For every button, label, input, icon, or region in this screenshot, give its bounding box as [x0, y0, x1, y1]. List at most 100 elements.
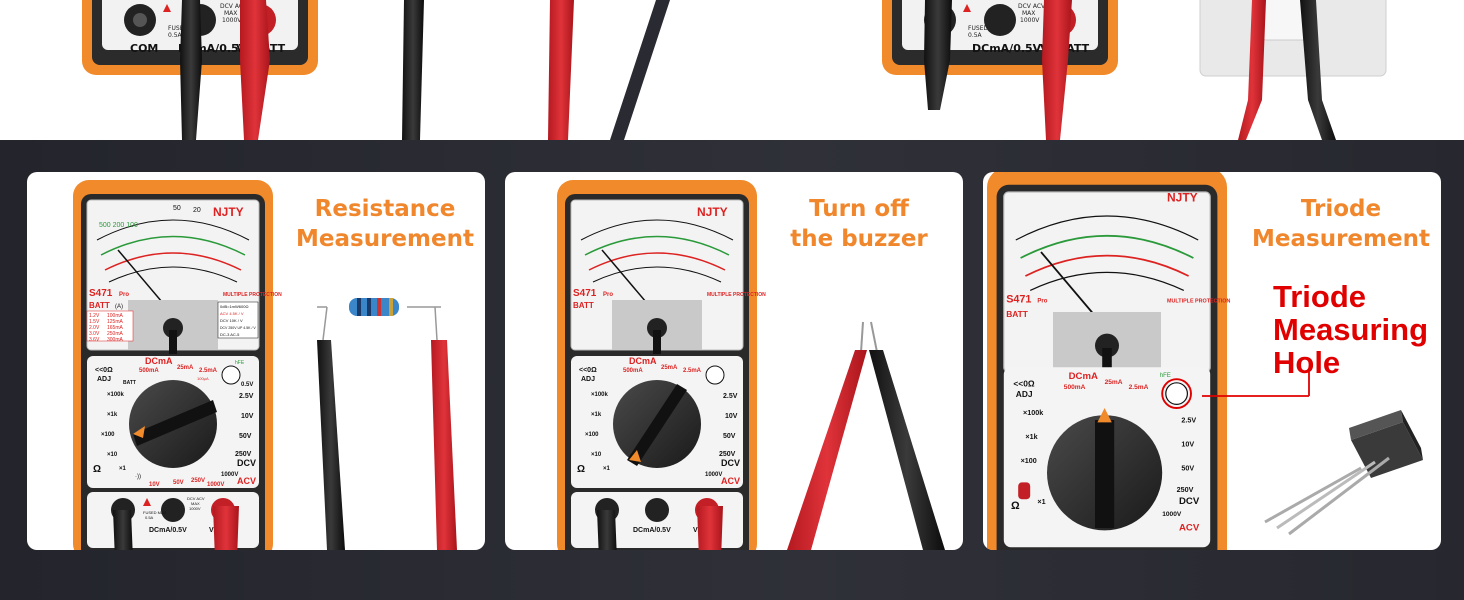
meter-3-batt-label: BATT — [1006, 309, 1029, 319]
meter-3-2-5v: 2.5V — [1181, 415, 1196, 424]
crossed-probes — [787, 321, 945, 550]
top-right-fused-label: FUSED MAX — [968, 25, 1003, 32]
wall-outlet — [1199, 0, 1387, 140]
meter-1-dcma: DCmA — [145, 356, 173, 366]
meter-2-dcma-jack: DCmA/0.5V — [633, 527, 671, 534]
meter-1-25ma: 25mA — [177, 365, 194, 371]
transistor — [1264, 410, 1423, 536]
meter-1-1000v: 1000V — [221, 472, 238, 478]
meter-1-batt-unit: (A) — [115, 304, 123, 310]
meter-1-batt-r5a: 300mA — [107, 337, 124, 343]
meter-3-hfe: hFE — [1160, 373, 1171, 379]
meter-3-x1k: ×1k — [1025, 432, 1037, 441]
panel-resistance-measurement: NJTY 500 200 100 50 20 S471 Pro BATT (A)… — [27, 172, 485, 550]
meter-3-x100: ×100 — [1021, 456, 1037, 465]
top-right-max: MAX — [1022, 10, 1035, 17]
meter-3: NJTY S471 Pro BATT MULTIPLE PROTECTION <… — [986, 172, 1230, 550]
red-probe-top — [548, 0, 574, 140]
meter-3-500ma: 500mA — [1064, 384, 1086, 391]
meter-3-25ma: 25mA — [1105, 379, 1123, 386]
meter-1-adj: <<0Ω — [95, 367, 113, 374]
meter-2-brand: NJTY — [697, 205, 728, 219]
resistor-setup — [317, 298, 457, 550]
meter-1-ohm: Ω — [93, 464, 101, 475]
meter-2-250v: 250V — [719, 451, 736, 458]
top-right-dcv-acv: DCV ACV — [1018, 3, 1046, 10]
panel-3-art: NJTY S471 Pro BATT MULTIPLE PROTECTION <… — [986, 172, 1423, 550]
meter-2-protection: MULTIPLE PROTECTION — [707, 292, 766, 298]
meter-3-adj-label: ADJ — [1016, 389, 1033, 399]
meter-1-model: S471 — [89, 288, 113, 299]
top-left-com-label: COM — [130, 42, 158, 55]
meter-1-dcma-jack: DCmA/0.5V — [149, 527, 187, 534]
triode-hole — [1165, 382, 1189, 406]
meter-1-spec-3: DCV 10K / V — [220, 318, 243, 323]
top-right-dcma-label: DCmA/0.5V — [972, 42, 1042, 55]
meter-1-dcv-acv: DCV ACV — [187, 496, 205, 501]
meter-1-x100k: ×100k — [107, 392, 125, 398]
meter-3-acv: ACV — [1179, 522, 1200, 533]
meter-1-batt-r5: 3.6V — [89, 337, 100, 343]
meter-2-ohm: Ω — [577, 464, 585, 475]
panel-1-heading-line1: Resistance — [314, 196, 456, 222]
meter-3-adj: <<0Ω — [1013, 378, 1034, 388]
meter-bottom-left: FUSED MAX 0.5A DCV ACV MAX 1000V COM DCm… — [82, 0, 318, 140]
triode-callout-line3: Hole — [1273, 345, 1341, 380]
meter-1-batt-r1a: 100mA — [107, 313, 124, 319]
meter-2-x100: ×100 — [585, 432, 599, 438]
meter-1-spec-4: DCV 250V UP 4.5K / V — [220, 326, 256, 330]
triode-callout-line2: Measuring — [1273, 312, 1429, 347]
meter-2-batt-label: BATT — [573, 301, 594, 310]
resistor — [349, 298, 399, 316]
meter-3-brand: NJTY — [1167, 191, 1198, 205]
meter-3-model: S471 — [1006, 293, 1031, 305]
panel-2-heading: Turn off the buzzer — [749, 194, 963, 254]
meter-1-x100: ×100 — [101, 432, 115, 438]
meter-1-x1: ×1 — [119, 466, 127, 472]
meter-1-fused: FUSED MAX — [143, 510, 167, 515]
meter-1-50v: 50V — [239, 433, 252, 440]
divider-slash — [610, 0, 670, 140]
meter-3-dcma: DCmA — [1069, 371, 1098, 382]
meter-2-2-5v: 2.5V — [723, 393, 738, 400]
meter-1-acv-50: 50V — [173, 480, 184, 486]
meter-1-batt-r1: 1.2V — [89, 313, 100, 319]
meter-1-batt-r2a: 125mA — [107, 319, 124, 325]
meter-1-dcv: DCV — [237, 458, 256, 468]
triode-hole-highlight — [1161, 378, 1192, 409]
top-right-max-val: 1000V — [1020, 17, 1040, 24]
meter-1-acv-1000: 1000V — [207, 482, 224, 488]
meter-1-2-5ma: 2.5mA — [199, 368, 218, 374]
meter-1-acv: ACV — [237, 476, 256, 486]
meter-1-batt-r3a: 165mA — [107, 325, 124, 331]
meter-3-50v: 50V — [1181, 463, 1194, 472]
black-probe-top — [402, 0, 424, 140]
panel-3-heading: Triode Measurement — [1231, 194, 1441, 254]
meter-2-2-5ma: 2.5mA — [683, 368, 702, 374]
meter-1-x1k: ×1k — [107, 412, 118, 418]
top-left-dcv-acv: DCV ACV — [220, 3, 248, 10]
meter-1-batt-label: BATT — [89, 301, 110, 310]
meter-3-x1: ×1 — [1037, 497, 1045, 506]
panel-2-heading-line2: the buzzer — [790, 226, 928, 252]
meter-2-500ma: 500mA — [623, 368, 643, 374]
meter-1-batt-r3: 2.0V — [89, 325, 100, 331]
meter-1-0-5v: 0.5V — [241, 382, 253, 388]
panel-2-art: NJTY S471 Pro BATT MULTIPLE PROTECTION <… — [556, 179, 945, 550]
meter-2-50v: 50V — [723, 433, 736, 440]
meter-1-adj-label: ADJ — [97, 376, 111, 383]
meter-1-max: MAX — [191, 501, 200, 506]
meter-1-brand: NJTY — [213, 205, 244, 219]
meter-3-model-suffix: Pro — [1037, 298, 1047, 304]
meter-3-1000v: 1000V — [1162, 511, 1182, 518]
meter-1-batt: BATT — [123, 380, 136, 386]
top-left-fused-val: 0.5A — [168, 32, 183, 39]
panel-1-heading-line2: Measurement — [296, 226, 474, 252]
meter-1-max-val: 1000V — [189, 506, 201, 511]
panel-1-art: NJTY 500 200 100 50 20 S471 Pro BATT (A)… — [72, 179, 457, 550]
black-probe-2 — [869, 350, 945, 550]
meter-1-scale-20: 20 — [193, 207, 201, 214]
red-probe-2 — [787, 350, 867, 550]
meter-2-dcma: DCmA — [629, 356, 657, 366]
meter-2-x10: ×10 — [591, 452, 602, 458]
